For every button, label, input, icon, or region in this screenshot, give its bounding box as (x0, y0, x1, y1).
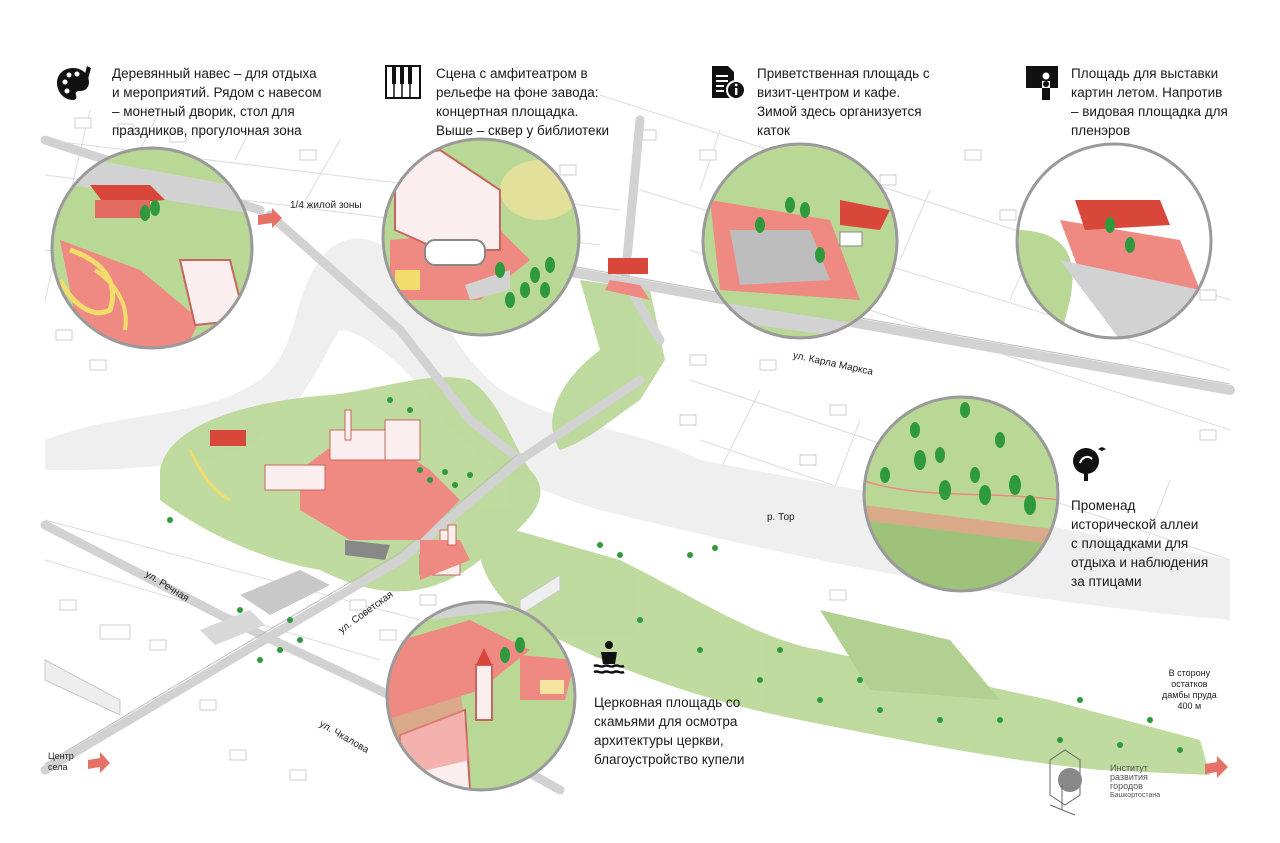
church-small (420, 524, 470, 580)
callout-line: Церковная площадь со (594, 695, 741, 710)
tree-bird-icon (1073, 447, 1106, 481)
label-line: села (48, 762, 68, 772)
welcome-building-small (605, 258, 650, 300)
houses (55, 117, 1217, 781)
callout-line: благоустройство купели (594, 752, 745, 767)
zoom-church (385, 600, 577, 792)
callout-line: отдыха и наблюдения (1071, 555, 1209, 570)
logo-line: городов (1110, 781, 1143, 791)
callout-church: Церковная площадь со скамьями для осмотр… (594, 693, 744, 769)
callout-line: скамьями для осмотра (594, 714, 738, 729)
factory-complex (188, 409, 461, 576)
label-line: Центр (48, 751, 74, 761)
callout-stage: Сцена с амфитеатром в рельефе на фоне за… (436, 64, 609, 140)
quarter-zone-label: 1/4 жилой зоны (290, 200, 362, 211)
logo-line: Башкортостана (1110, 792, 1161, 799)
road-edges (44, 263, 1231, 765)
zoom-welcome (701, 142, 899, 340)
callout-line: за птицами (1071, 574, 1142, 589)
callout-line: Выше – сквер у библиотеки (436, 123, 610, 138)
institute-logo-text: Институт развития городов Башкортостана (1110, 764, 1160, 800)
callout-line: Сцена с амфитеатром в (436, 66, 588, 81)
callout-line: исторической аллеи (1071, 517, 1199, 532)
logo-line: Институт (1110, 763, 1148, 773)
callout-line: Деревянный навес – для отдыха (112, 66, 317, 81)
label-line: дамбы пруда (1162, 690, 1217, 700)
zoom-stage (381, 137, 581, 337)
logo-line: развития (1110, 772, 1148, 782)
callout-line: – монетный дворик, стол для (112, 104, 295, 119)
palette-icon (57, 66, 91, 100)
callout-line: архитектуры церкви, (594, 733, 724, 748)
callout-line: пленэров (1071, 123, 1131, 138)
callout-line: Площадь для выставки (1071, 66, 1219, 81)
callout-exhibition: Площадь для выставки картин летом. Напро… (1071, 64, 1228, 140)
river-label: р. Тор (767, 512, 795, 523)
zoom-exhibition (1015, 142, 1213, 340)
bather-water-icon (593, 641, 625, 674)
village-center-label: Центр села (48, 751, 74, 773)
callout-line: – видовая площадка для (1071, 104, 1228, 119)
callout-line: Променад (1071, 498, 1136, 513)
roads (40, 115, 1235, 795)
callout-line: Приветственная площадь с (757, 66, 930, 81)
parking (200, 570, 330, 645)
zoom-canopy (50, 146, 254, 350)
callout-line: и мероприятий. Рядом с навесом (112, 85, 322, 100)
dam-direction-label: В сторону остатков дамбы пруда 400 м (1162, 668, 1217, 712)
institute-logo-mark (1049, 749, 1082, 816)
callout-line: каток (757, 123, 790, 138)
direction-arrows (88, 208, 1228, 778)
callout-line: Зимой здесь организуется (757, 104, 922, 119)
callout-canopy: Деревянный навес – для отдыха и мероприя… (112, 64, 322, 140)
callout-line: праздников, прогулочная зона (112, 123, 302, 138)
label-line: 400 м (1177, 701, 1202, 711)
callout-line: картин летом. Напротив (1071, 85, 1223, 100)
callout-line: с площадками для (1071, 536, 1189, 551)
easel-person-icon (1026, 66, 1058, 100)
piano-keys-icon (385, 65, 421, 99)
label-line: остатков (1171, 679, 1208, 689)
callout-line: концертная площадка. (436, 104, 579, 119)
callout-line: рельефе на фоне завода: (436, 85, 599, 100)
info-document-icon (712, 66, 746, 100)
callout-line: визит-центром и кафе. (757, 85, 901, 100)
warehouses (44, 574, 561, 716)
callout-promenade: Променад исторической аллеи с площадками… (1071, 496, 1208, 591)
label-line: В сторону (1168, 668, 1211, 678)
trees (167, 397, 1183, 753)
callout-welcome: Приветственная площадь с визит-центром и… (757, 64, 930, 140)
